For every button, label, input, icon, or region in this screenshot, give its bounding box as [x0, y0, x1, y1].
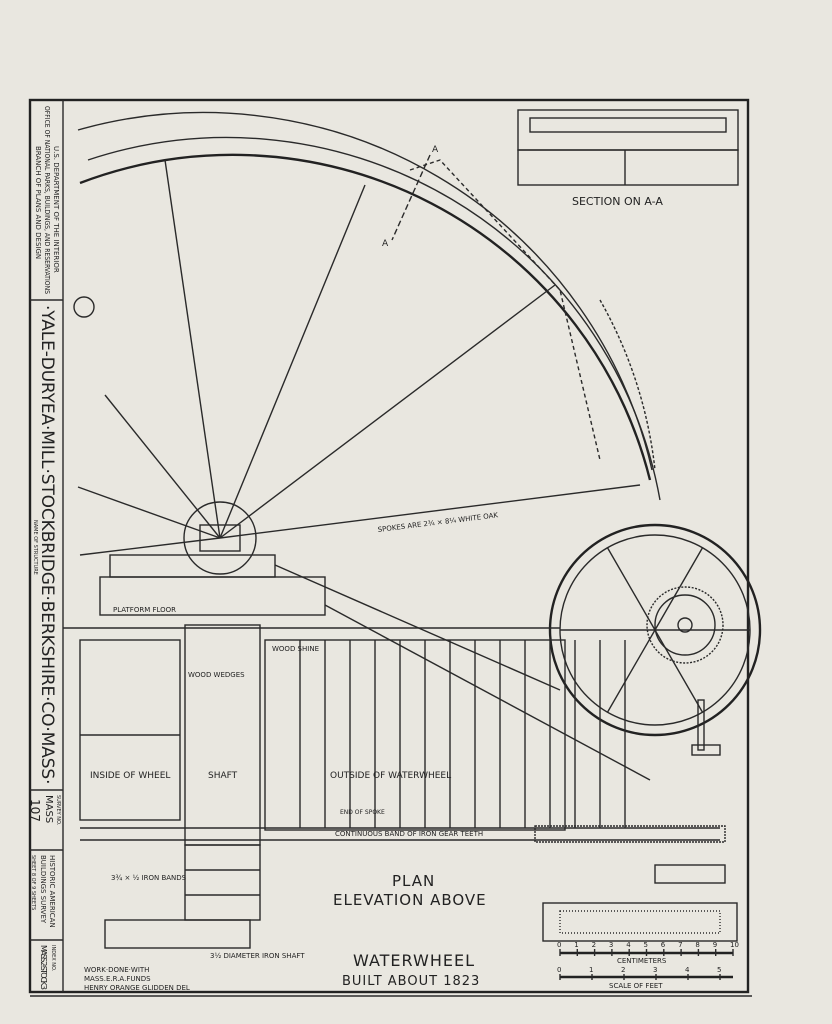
index-caption: INDEX NO.: [50, 945, 56, 972]
gear-spoke: [654, 547, 704, 631]
platform-floor-label: PLATFORM FLOOR: [113, 606, 176, 614]
feet-label: SCALE OF FEET: [609, 982, 663, 990]
waterwheel-elevation: PLATFORM FLOOR SPOKES ARE 2¾ × 8¼ WHITE …: [77, 111, 661, 781]
hub: [183, 501, 257, 575]
spoke: [77, 486, 221, 539]
shaft-label: SHAFT: [208, 771, 238, 781]
wheel-outer-rim: [79, 153, 652, 481]
ft-tick-label: 2: [621, 966, 625, 974]
built-date: BUILT ABOUT 1823: [342, 974, 480, 989]
cm-tick-label: 7: [678, 941, 682, 949]
cm-tick-label: 5: [644, 941, 648, 949]
ft-tick-label: 0: [557, 966, 561, 974]
cm-tick-label: 10: [730, 941, 739, 949]
survey-org-1: HISTORIC AMERICAN: [48, 855, 56, 928]
structure-caption: NAME OF STRUCTURE: [32, 520, 38, 575]
spokes: [77, 159, 641, 556]
iron-shaft-label: 3½ DIAMETER IRON SHAFT: [210, 952, 305, 960]
survey-caption: SURVEY NO.: [55, 795, 61, 826]
ft-tick-label: 5: [717, 966, 721, 974]
ft-tick-label: 4: [685, 966, 690, 974]
plan-title: PLAN: [392, 872, 435, 890]
credit-line-2: MASS.E.R.A.FUNDS: [84, 975, 151, 983]
gear-spoke: [654, 629, 704, 713]
ft-tick-label: 1: [589, 966, 593, 974]
spoke: [219, 184, 366, 539]
gear-spoke: [606, 629, 656, 713]
iron-bands-label: 3¾ × ½ IRON BANDS: [111, 874, 187, 882]
drawing-title: WATERWHEEL: [353, 951, 475, 970]
survey-state: MASS: [43, 795, 54, 823]
cm-tick-label: 2: [592, 941, 596, 949]
end-of-spoke-label: END OF SPOKE: [340, 809, 385, 816]
scale-bars: 0 1 2 3 4 5 6 7 8 9 10 CENTIMETERS 0 1 2 3 4 5 SCALE OF…: [557, 941, 739, 990]
wood-shine-label: WOOD SHINE: [272, 645, 319, 653]
survey-org-2: BUILDINGS SURVEY: [39, 855, 47, 924]
agency-line-3: BRANCH OF PLANS AND DESIGN: [34, 146, 42, 259]
platform: [99, 576, 326, 616]
sheet-number: SHEET 8 OF 9 SHEETS: [30, 855, 36, 910]
seal-icon: [73, 296, 95, 318]
cm-tick-label: 8: [695, 941, 699, 949]
credit-line-1: WORK·DONE·WITH: [84, 966, 149, 974]
agency-line-2: OFFICE OF NATIONAL PARKS, BUILDINGS, AND…: [43, 106, 51, 294]
gear-wheel: [548, 523, 762, 756]
ft-tick-label: 3: [653, 966, 657, 974]
spoke: [219, 484, 641, 539]
agency-line-1: U.S. DEPARTMENT OF THE INTERIOR: [52, 146, 60, 273]
index-value: MASS 2-STOCK 3: [39, 945, 48, 990]
spoke: [164, 159, 221, 539]
cm-tick-label: 4: [626, 941, 631, 949]
gear-spoke: [606, 547, 656, 631]
cm-tick-label: 1: [574, 941, 578, 949]
cm-tick-label: 6: [661, 941, 666, 949]
centimeters-label: CENTIMETERS: [617, 957, 667, 965]
section-a-a: SECTION ON A-A: [517, 109, 739, 208]
section-mark-bottom: A: [382, 239, 389, 249]
spokes-note: SPOKES ARE 2¾ × 8¼ WHITE OAK: [377, 511, 499, 534]
elevation-title: ELEVATION ABOVE: [333, 891, 487, 909]
structure-name: ·YALE-DURYEA·MILL·STOCKBRIDGE·BERKSHIRE·…: [37, 305, 57, 785]
title-block: U.S. DEPARTMENT OF THE INTERIOR OFFICE O…: [28, 100, 95, 992]
cm-tick-label: 9: [713, 941, 717, 949]
outside-of-waterwheel-label: OUTSIDE OF WATERWHEEL: [330, 771, 451, 781]
inside-of-wheel-label: INSIDE OF WHEEL: [90, 771, 170, 781]
cm-tick-label: 3: [609, 941, 613, 949]
gear-teeth-arc: [599, 299, 656, 471]
spoke: [104, 394, 221, 539]
spoke: [219, 284, 556, 539]
wood-wedges-label: WOOD WEDGES: [188, 671, 245, 679]
section-mark-top: A: [432, 145, 439, 155]
pinion: [646, 586, 724, 664]
cm-tick-label: 0: [557, 941, 561, 949]
survey-number: 107: [28, 799, 42, 822]
gear-band-label: CONTINUOUS BAND OF IRON GEAR TEETH: [335, 830, 483, 838]
sheet-border: [28, 98, 750, 994]
section-title: SECTION ON A-A: [572, 195, 663, 208]
credit-line-3: HENRY ORANGE GLIDDEN DEL: [84, 984, 190, 992]
spoke: [79, 537, 221, 556]
plan-view: WOOD WEDGES WOOD SHINE INSIDE OF WHEEL S…: [63, 624, 738, 960]
